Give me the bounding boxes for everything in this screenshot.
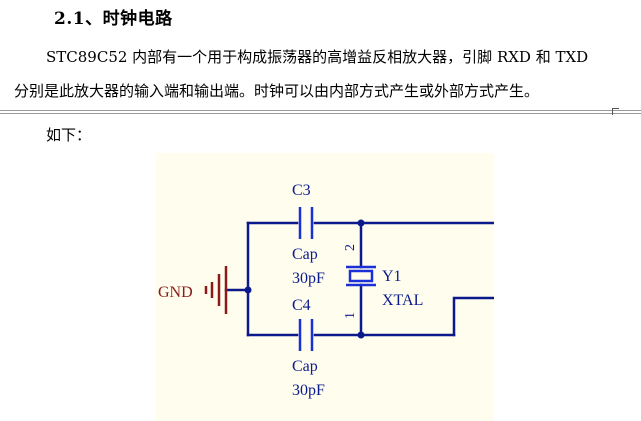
c4-type: Cap bbox=[292, 358, 318, 375]
schematic-svg: GND C3 Cap 30pF C4 Cap 30pF Y1 XTAL 2 1 bbox=[158, 182, 496, 399]
body-paragraph: STC89C52 内部有一个用于构成振荡器的高增益反相放大器，引脚 RXD 和 … bbox=[14, 40, 629, 108]
gnd-label: GND bbox=[158, 284, 193, 301]
page-corner-mark bbox=[612, 108, 619, 115]
junctions bbox=[244, 219, 365, 339]
c3-value: 30pF bbox=[292, 270, 325, 287]
capacitor-c4 bbox=[298, 319, 314, 351]
c3-type: Cap bbox=[292, 246, 318, 263]
c4-designator: C4 bbox=[292, 297, 311, 314]
wires bbox=[224, 221, 496, 337]
page-break-rule-bottom bbox=[0, 113, 641, 114]
junction-bottom bbox=[357, 331, 365, 339]
junction-left bbox=[244, 286, 252, 294]
ground-symbol bbox=[204, 266, 228, 314]
capacitor-c3 bbox=[298, 207, 314, 239]
crystal-y1 bbox=[346, 265, 376, 287]
y1-type: XTAL bbox=[382, 292, 423, 309]
lead-text: 如下： bbox=[46, 126, 92, 144]
page-break-rule-top bbox=[0, 110, 641, 111]
c4-value: 30pF bbox=[292, 382, 325, 399]
section-heading: 2.1、时钟电路 bbox=[54, 9, 173, 29]
paragraph-line-2: 分别是此放大器的输入端和输出端。时钟可以由内部方式产生或外部方式产生。 bbox=[14, 82, 540, 100]
c3-designator: C3 bbox=[292, 182, 311, 199]
y1-pin-bottom: 1 bbox=[343, 312, 358, 319]
clock-circuit-schematic: GND C3 Cap 30pF C4 Cap 30pF Y1 XTAL 2 1 bbox=[156, 153, 496, 421]
paragraph-line-1: STC89C52 内部有一个用于构成振荡器的高增益反相放大器，引脚 RXD 和 … bbox=[46, 48, 589, 66]
wire-output bbox=[452, 296, 496, 337]
junction-top bbox=[357, 219, 365, 227]
y1-pin-top: 2 bbox=[343, 244, 358, 251]
y1-designator: Y1 bbox=[382, 268, 402, 285]
